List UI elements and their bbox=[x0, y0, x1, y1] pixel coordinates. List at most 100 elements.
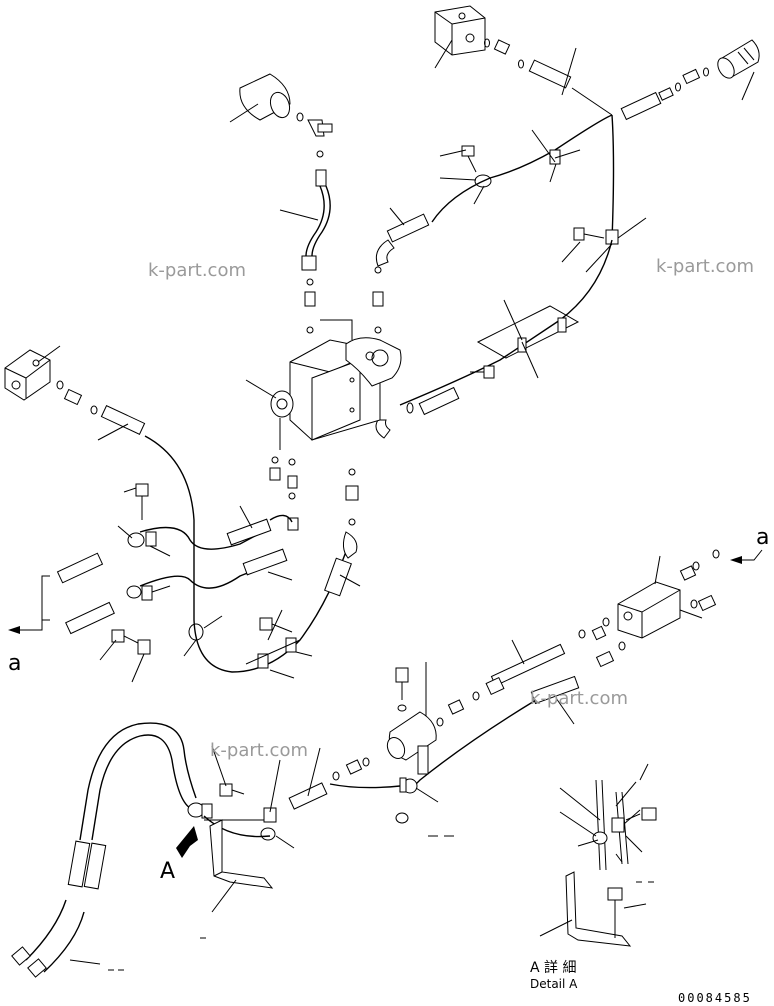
leader-line bbox=[561, 47, 577, 96]
o-ring bbox=[406, 402, 414, 414]
bracket-A bbox=[209, 819, 274, 889]
leader-line bbox=[151, 585, 171, 593]
nipple-fitting bbox=[493, 39, 511, 55]
clamp bbox=[260, 807, 277, 841]
hose-assembly bbox=[301, 169, 331, 271]
leader-line bbox=[267, 609, 283, 641]
bracket-line bbox=[20, 575, 50, 631]
leader-line bbox=[117, 525, 133, 539]
fittings-right bbox=[679, 549, 720, 612]
leader-line bbox=[531, 129, 556, 163]
leader-line bbox=[267, 571, 293, 581]
clamp-bracket bbox=[245, 637, 301, 669]
bolt bbox=[573, 227, 605, 241]
view-label-a-left: a bbox=[8, 651, 21, 676]
o-ring bbox=[90, 405, 98, 415]
leader-line bbox=[439, 149, 467, 157]
leader-line bbox=[97, 423, 129, 441]
detail-title-jp: A 詳 細 bbox=[530, 960, 576, 976]
nipple-fitting bbox=[63, 388, 83, 406]
watermark: k-part.com bbox=[530, 688, 628, 709]
fitting-stack-left bbox=[304, 278, 316, 334]
pump-assembly bbox=[289, 319, 402, 441]
leader-line bbox=[275, 835, 295, 849]
hose-end-fitting bbox=[375, 213, 430, 267]
bolt bbox=[219, 783, 245, 797]
valve-block-right bbox=[617, 581, 681, 639]
view-label-a-top-right: a bbox=[756, 525, 769, 550]
hose-assembly bbox=[324, 531, 358, 597]
leader-line bbox=[37, 345, 61, 363]
filter-cylinder-top-left bbox=[239, 73, 291, 121]
clamp bbox=[549, 149, 561, 183]
hose bbox=[399, 239, 613, 406]
hose bbox=[269, 514, 293, 523]
bolt bbox=[135, 483, 149, 520]
leader-line bbox=[415, 787, 439, 803]
leader-line bbox=[654, 555, 661, 585]
nipple-fitting bbox=[56, 552, 104, 584]
leader-line bbox=[279, 209, 319, 221]
fitting-stack-right bbox=[372, 266, 384, 334]
clamp-bracket bbox=[470, 305, 580, 379]
filter-cylinder-lower bbox=[386, 711, 437, 775]
leader-line bbox=[123, 487, 137, 493]
arrow-head-right bbox=[730, 556, 742, 564]
leader-line bbox=[229, 103, 259, 123]
clamp bbox=[187, 802, 213, 819]
hose bbox=[329, 783, 401, 789]
hose-end-fitting bbox=[528, 59, 572, 89]
o-ring bbox=[296, 112, 304, 122]
watermark: k-part.com bbox=[148, 260, 246, 281]
clamp bbox=[399, 777, 418, 794]
view-label-A: A bbox=[160, 859, 175, 884]
fittings-lower bbox=[332, 691, 480, 781]
leader-line bbox=[473, 185, 485, 205]
watermark: k-part.com bbox=[210, 740, 308, 761]
leader-line bbox=[679, 609, 703, 619]
o-ring bbox=[56, 380, 64, 390]
leader-line bbox=[511, 639, 525, 665]
hose bbox=[611, 114, 615, 241]
hose-end-fitting bbox=[226, 518, 272, 546]
leader-line bbox=[131, 653, 145, 683]
leader-line bbox=[617, 217, 647, 239]
valve-block-left bbox=[4, 349, 51, 401]
nipple-fitting bbox=[658, 68, 701, 101]
hose bbox=[431, 177, 491, 223]
hose-end-fitting bbox=[418, 386, 460, 416]
leader-line bbox=[211, 879, 237, 913]
leader-line bbox=[389, 207, 405, 226]
leader-line bbox=[183, 639, 197, 657]
leader-line bbox=[295, 651, 313, 657]
leader-line bbox=[439, 177, 477, 181]
hose bbox=[489, 114, 613, 179]
nut bbox=[395, 812, 409, 824]
hose bbox=[409, 699, 537, 791]
leader-line bbox=[99, 639, 117, 661]
detail-title-en: Detail A bbox=[530, 977, 578, 991]
elbow-fitting bbox=[307, 119, 333, 137]
hose-end-fitting bbox=[242, 548, 288, 576]
leader-line bbox=[555, 697, 575, 725]
valve-block-top bbox=[434, 5, 486, 56]
detail-A-drawing bbox=[539, 763, 657, 947]
bolt bbox=[259, 617, 293, 633]
clamp bbox=[127, 531, 157, 548]
nipple-fitting bbox=[65, 601, 115, 635]
leader-line bbox=[521, 341, 539, 379]
fittings-right-lower bbox=[578, 617, 626, 668]
leader-line bbox=[203, 615, 223, 629]
leader-line bbox=[561, 241, 581, 263]
leader-line bbox=[269, 759, 281, 813]
hose bbox=[139, 526, 271, 550]
leader-line bbox=[554, 149, 581, 159]
leader-line bbox=[307, 747, 321, 797]
leader-line bbox=[69, 959, 101, 965]
leader-line bbox=[741, 71, 755, 101]
hose bbox=[139, 559, 281, 589]
leader-line bbox=[149, 545, 171, 557]
elbow-fitting bbox=[375, 419, 391, 439]
hose-end-fitting bbox=[530, 675, 580, 705]
